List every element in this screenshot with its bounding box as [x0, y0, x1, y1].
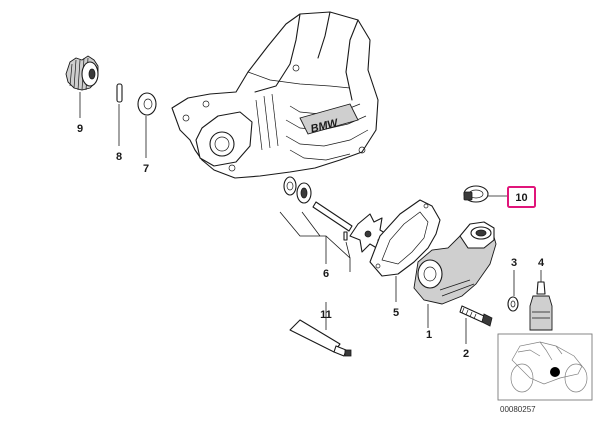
part-9-gear: [65, 55, 99, 118]
part-1-pump-housing: [413, 221, 497, 328]
callout-7: 7: [143, 163, 149, 175]
part-11-sealant-tube: [289, 302, 352, 357]
location-marker-icon: [550, 367, 560, 377]
part-2-bolt: [459, 305, 493, 344]
callout-11: 11: [320, 309, 332, 321]
callout-5: 5: [393, 307, 399, 319]
highlight-callout-10: [507, 186, 536, 208]
part-10-hose-clamp: [463, 185, 508, 203]
motorcycle-inset: [497, 333, 593, 401]
part-3-washer: [507, 270, 519, 312]
callout-1: 1: [426, 329, 432, 341]
callout-8: 8: [116, 151, 122, 163]
part-7-washer: [137, 92, 157, 158]
callout-2: 2: [463, 348, 469, 360]
part-5-gasket: [369, 199, 441, 302]
engine-housing: BMW: [171, 11, 379, 179]
part-4-bottle: [529, 270, 553, 331]
diagram-code: 00080257: [500, 405, 536, 414]
part-6-shaft-assembly: [279, 176, 391, 272]
callout-9: 9: [77, 123, 83, 135]
callout-10: 10: [515, 192, 527, 204]
callout-4: 4: [538, 257, 545, 269]
callout-3: 3: [511, 257, 517, 269]
part-8-pin: [116, 83, 123, 146]
callout-6: 6: [323, 268, 329, 280]
